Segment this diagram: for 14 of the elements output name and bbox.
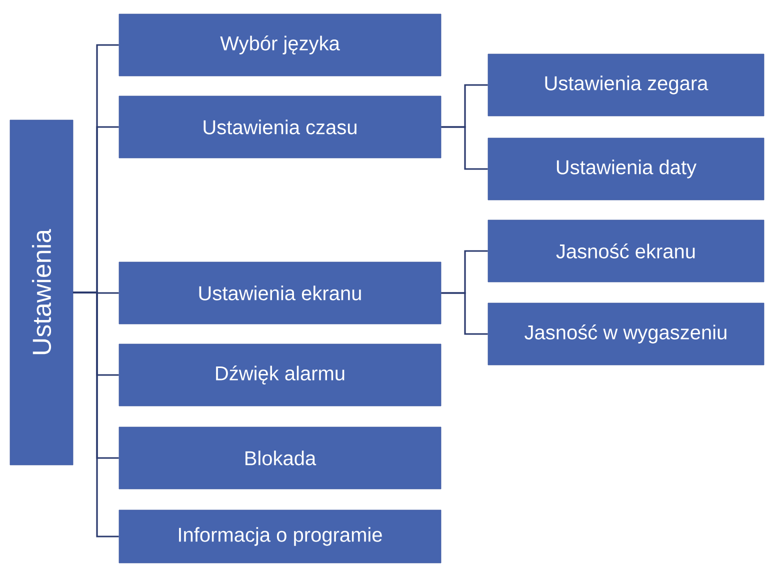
- menu-box: Blokada: [118, 426, 442, 490]
- connector-line: [441, 126, 488, 170]
- menu-box: Ustawienia daty: [488, 138, 764, 200]
- category-box: Ustawienia: [10, 120, 74, 466]
- menu-box: Wybór języka: [118, 14, 442, 76]
- menu-box: Ustawienia czasu: [118, 96, 442, 158]
- menu-box: Ustawienia ekranu: [118, 262, 442, 324]
- menu-box: Ustawienia zegara: [488, 54, 764, 116]
- connector-line: [441, 292, 488, 335]
- menu-box: Informacja o programie: [118, 510, 442, 564]
- menu-box: Jasność ekranu: [488, 220, 764, 282]
- menu-box: Jasność w wygaszeniu: [488, 302, 764, 366]
- menu-box: Dźwięk alarmu: [118, 344, 442, 406]
- connector-line: [73, 292, 119, 538]
